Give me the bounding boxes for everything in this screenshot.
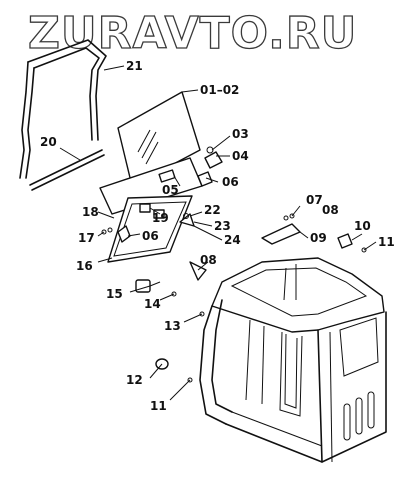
label-04: 04 xyxy=(232,149,249,163)
part-07-09-hardware xyxy=(261,213,301,245)
label-23: 23 xyxy=(214,219,231,233)
label-21: 21 xyxy=(126,59,143,73)
label-01-02: 01–02 xyxy=(200,83,239,97)
part-22-24-latch-hardware xyxy=(179,213,195,227)
label-08-lower: 08 xyxy=(200,253,217,267)
part-window-frame-upper xyxy=(99,146,223,215)
label-06-upper: 06 xyxy=(222,175,239,189)
label-15: 15 xyxy=(106,287,123,301)
label-13: 13 xyxy=(164,319,181,333)
part-21-channel-strip xyxy=(19,39,107,179)
label-14: 14 xyxy=(144,297,161,311)
label-24: 24 xyxy=(224,233,241,247)
label-12: 12 xyxy=(126,373,143,387)
label-11-lower: 11 xyxy=(150,399,167,413)
label-17: 17 xyxy=(78,231,95,245)
part-12-stopper xyxy=(155,358,193,383)
part-08-wedge xyxy=(189,261,207,281)
cab-body xyxy=(199,257,387,463)
part-15-hinge xyxy=(135,279,161,293)
part-20-seal-strip xyxy=(29,149,105,191)
part-14-13-bolts xyxy=(171,291,205,317)
label-18: 18 xyxy=(82,205,99,219)
label-10: 10 xyxy=(354,219,371,233)
label-16: 16 xyxy=(76,259,93,273)
label-11-upper: 11 xyxy=(378,235,395,249)
label-06-lower: 06 xyxy=(142,229,159,243)
label-19: 19 xyxy=(152,211,169,225)
part-17-screws xyxy=(101,227,113,235)
leader-lines xyxy=(59,65,377,401)
label-07: 07 xyxy=(306,193,323,207)
label-22: 22 xyxy=(204,203,221,217)
part-10-clip xyxy=(337,233,367,253)
part-16-sliding-frame xyxy=(107,195,193,263)
label-09: 09 xyxy=(310,231,327,245)
part-labels: 21 01–02 20 03 04 05 06 18 19 22 23 24 1… xyxy=(40,59,395,413)
site-watermark: ZURAVTO.RU xyxy=(28,8,357,59)
label-03: 03 xyxy=(232,127,249,141)
part-01-02-window-glass xyxy=(117,91,201,187)
label-08-upper: 08 xyxy=(322,203,339,217)
label-20: 20 xyxy=(40,135,57,149)
label-05: 05 xyxy=(162,183,179,197)
